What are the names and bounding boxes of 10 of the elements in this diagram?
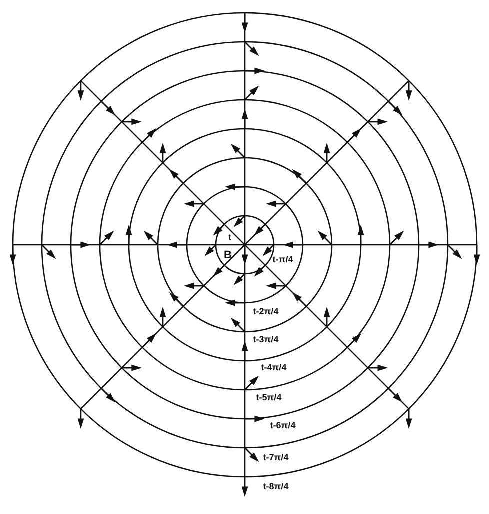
phase-label: t-4π/4: [261, 364, 287, 372]
phase-label: t-3π/4: [253, 336, 279, 344]
phase-label: t-8π/4: [263, 482, 289, 492]
phase-label: t-5π/4: [256, 394, 282, 402]
phase-label: t-π/4: [272, 256, 294, 264]
phase-label: t-6π/4: [270, 422, 296, 430]
time-label: t: [228, 234, 232, 242]
phase-label: t-2π/4: [253, 308, 279, 316]
phase-label: t-7π/4: [263, 454, 289, 462]
field-label: B: [224, 250, 232, 262]
